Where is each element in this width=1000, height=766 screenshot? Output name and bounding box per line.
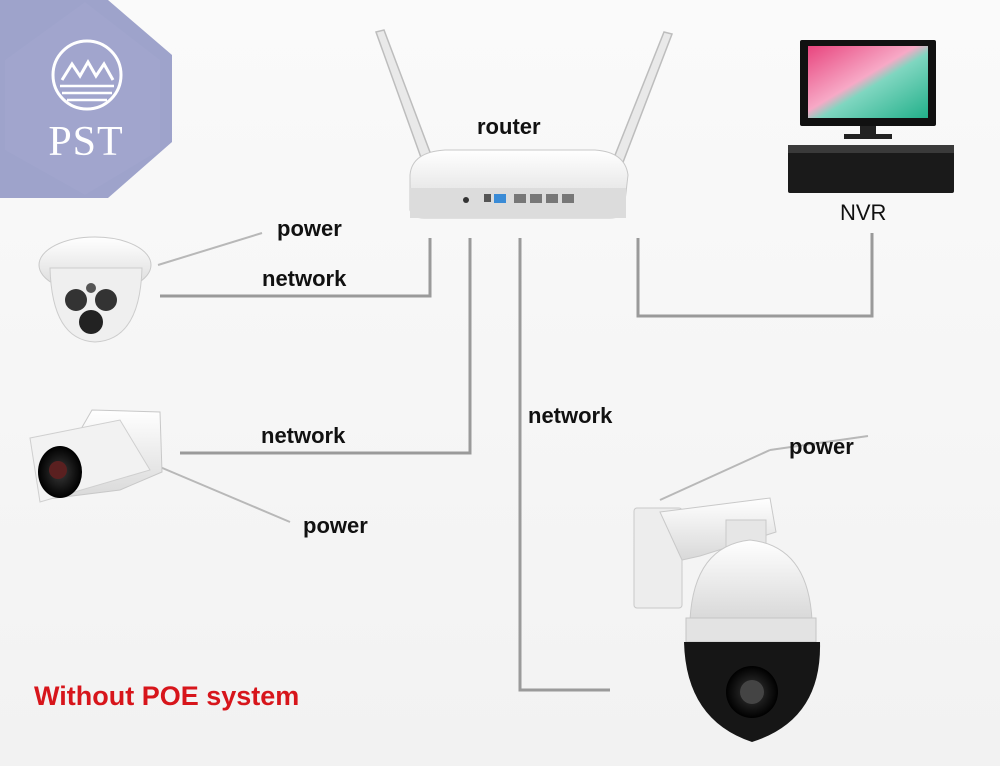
ptz-network-label: network [528,403,613,428]
dome-network-line [160,238,432,298]
ptz-camera-icon [633,497,821,742]
logo-circle-icon [51,39,123,111]
ptz-network-line [518,238,610,692]
nvr-label: NVR [840,200,887,225]
power-lines [157,232,869,523]
diagram-caption: Without POE system [34,681,300,711]
bullet-power-line [159,466,291,523]
dome-power-line [157,232,263,266]
dome-camera-icon [38,236,152,343]
router-icon [375,29,674,219]
dome-power-label: power [277,216,342,241]
dome-network-label: network [262,266,347,291]
pst-logo [0,0,172,198]
nvr-monitor-icon [788,40,954,193]
bullet-network-line [180,238,472,455]
logo-text: PST [48,119,124,165]
connection-lines [160,233,874,692]
ptz-power-label: power [789,434,854,459]
bullet-camera-icon [29,409,163,503]
ptz-power-line-2 [769,435,869,451]
bullet-power-label: power [303,513,368,538]
ptz-power-line [659,449,771,501]
nvr-network-line [636,233,874,318]
router-label: router [477,114,541,139]
nvr-recorder-icon [788,145,954,193]
bullet-network-label: network [261,423,346,448]
